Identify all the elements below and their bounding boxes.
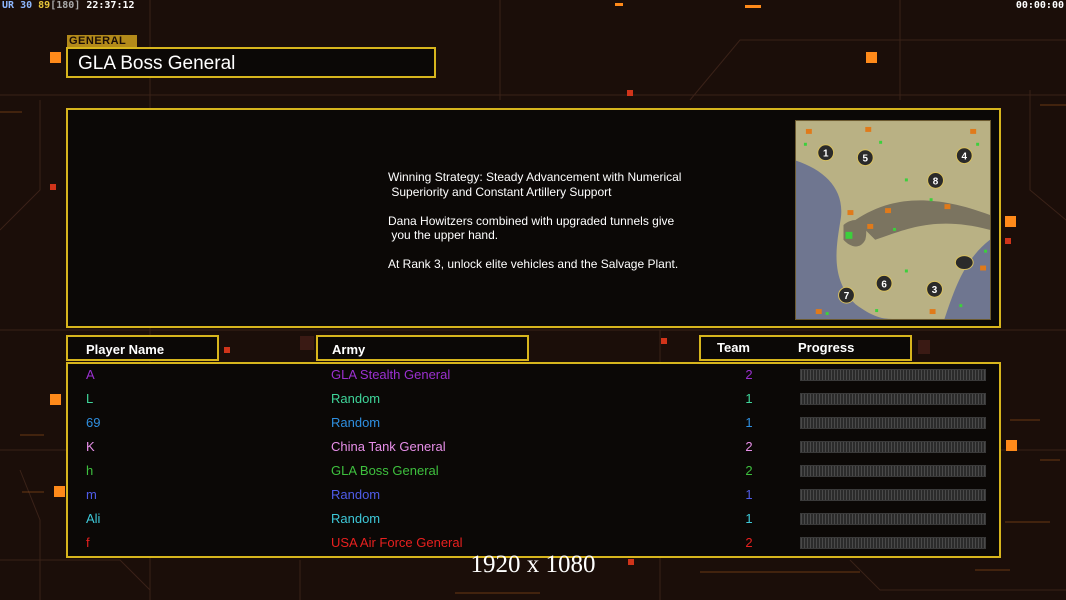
player-team[interactable]: 1	[745, 391, 753, 406]
progress-bar	[800, 465, 986, 477]
player-army[interactable]: USA Air Force General	[331, 535, 463, 550]
team-progress-header: Team Progress	[699, 335, 912, 361]
strategy-line-2: Dana Howitzers combined with upgraded tu…	[388, 213, 675, 243]
progress-bar	[800, 369, 986, 381]
player-name-header: Player Name	[66, 335, 219, 361]
player-row[interactable]: Ali Random 1	[68, 508, 999, 532]
army-header: Army	[316, 335, 529, 361]
player-team[interactable]: 2	[745, 535, 753, 550]
start-position-6: 6	[881, 279, 887, 290]
minimap-water-right	[944, 239, 990, 319]
start-position-1: 1	[823, 149, 829, 160]
player-team[interactable]: 1	[745, 511, 753, 526]
player-team[interactable]: 2	[745, 367, 753, 382]
general-name: GLA Boss General	[78, 53, 236, 74]
minimap: 1 5 4 8 6 3 7	[795, 120, 991, 320]
player-army[interactable]: Random	[331, 415, 381, 430]
hud-label: UR	[2, 0, 15, 11]
hud-stats: UR 30 89[180] 22:37:12	[2, 0, 135, 11]
progress-bar	[800, 417, 986, 429]
hud-clock: 22:37:12	[86, 0, 135, 11]
hud-timer-value: 00:00:00	[1015, 0, 1064, 11]
hud-timer: 00:00:00	[1016, 0, 1064, 11]
player-team[interactable]: 1	[745, 487, 753, 502]
progress-bar	[800, 393, 986, 405]
resolution-label: 1920 x 1080	[470, 551, 596, 578]
start-position-3: 3	[932, 285, 938, 296]
strategy-panel: Winning Strategy: Steady Advancement wit…	[66, 108, 1001, 328]
start-position-5: 5	[863, 154, 869, 165]
player-army[interactable]: Random	[331, 511, 381, 526]
player-name-header-label: Player Name	[86, 342, 165, 357]
player-name: K	[86, 439, 95, 454]
progress-bar	[800, 513, 986, 525]
minimap-water	[796, 160, 895, 319]
general-tag: GENERAL	[67, 35, 137, 47]
player-row[interactable]: L Random 1	[68, 388, 999, 412]
start-position-7: 7	[844, 291, 850, 302]
player-team[interactable]: 2	[745, 463, 753, 478]
general-title-box: GLA Boss General	[66, 47, 436, 78]
player-name: m	[86, 487, 97, 502]
minimap-ravine-2	[843, 220, 867, 247]
player-row[interactable]: m Random 1	[68, 484, 999, 508]
team-header-label: Team	[717, 340, 750, 355]
start-position-4: 4	[962, 152, 968, 163]
progress-bar	[800, 537, 986, 549]
player-army[interactable]: GLA Boss General	[331, 463, 439, 478]
player-name: f	[86, 535, 90, 550]
player-row[interactable]: f USA Air Force General 2	[68, 532, 999, 556]
player-row[interactable]: A GLA Stealth General 2	[68, 364, 999, 388]
progress-bar	[800, 441, 986, 453]
progress-bar	[800, 489, 986, 501]
player-team[interactable]: 2	[745, 439, 753, 454]
strategy-line-3: At Rank 3, unlock elite vehicles and the…	[388, 257, 679, 271]
player-army[interactable]: China Tank General	[331, 439, 446, 454]
player-name: L	[86, 391, 94, 406]
player-row[interactable]: h GLA Boss General 2	[68, 460, 999, 484]
hud-value-2: 89	[38, 0, 51, 11]
player-army[interactable]: Random	[331, 391, 381, 406]
strategy-line-1: Winning Strategy: Steady Advancement wit…	[388, 170, 682, 199]
player-team[interactable]: 1	[745, 415, 753, 430]
player-name: 69	[86, 415, 101, 430]
army-header-label: Army	[332, 342, 366, 357]
start-position-8: 8	[933, 176, 939, 187]
player-army[interactable]: Random	[331, 487, 381, 502]
player-name: A	[86, 367, 95, 382]
hud-value-1: 30	[20, 0, 33, 11]
player-row[interactable]: K China Tank General 2	[68, 436, 999, 460]
hud-value-bracket: [180]	[50, 0, 81, 11]
strategy-text: Winning Strategy: Steady Advancement wit…	[388, 170, 708, 286]
player-name: Ali	[86, 511, 101, 526]
player-army[interactable]: GLA Stealth General	[331, 367, 451, 382]
progress-header-label: Progress	[798, 340, 855, 355]
player-row[interactable]: 69 Random 1	[68, 412, 999, 436]
player-name: h	[86, 463, 94, 478]
